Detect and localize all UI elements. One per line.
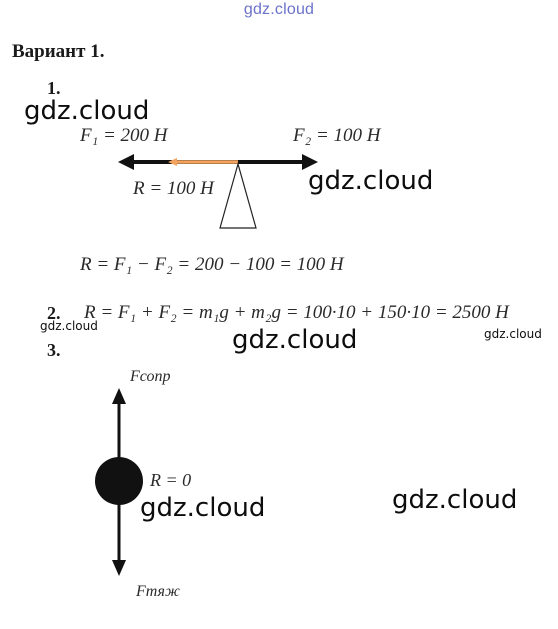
fulcrum-triangle — [219, 161, 257, 229]
problem-3-number: 3. — [47, 340, 61, 360]
resultant-label: R = 100 Н — [133, 178, 214, 199]
variant-heading: Вариант 1. — [12, 41, 105, 62]
watermark-top: gdz.cloud — [243, 1, 315, 18]
problem-1-equation: R = F₁ − F₂ = 200 − 100 = 100 Н — [80, 254, 344, 276]
force-down-label: Fтяж — [136, 583, 180, 600]
ball-diagram — [95, 388, 143, 576]
watermark-3: gdz.cloud — [232, 325, 358, 355]
ball-resultant-label: R = 0 — [150, 470, 192, 490]
problem-2-equation: R = F₁ + F₂ = m₁g + m₂g = 100·10 + 150·1… — [84, 302, 509, 324]
force-up-label: Fсопр — [130, 368, 171, 385]
watermark-small-left: gdz.cloud — [40, 319, 98, 333]
force2-label: F₂ = 100 Н — [293, 125, 381, 146]
watermark-small-right: gdz.cloud — [484, 327, 542, 341]
watermark-5: gdz.cloud — [392, 485, 518, 515]
resultant-arrowhead — [168, 158, 177, 166]
force2-arrowhead — [302, 154, 318, 170]
watermark-2: gdz.cloud — [308, 166, 434, 196]
watermark-1: gdz.cloud — [24, 96, 150, 126]
watermark-4: gdz.cloud — [140, 493, 266, 523]
problem-1-equation-text: R = F₁ − F₂ = 200 − 100 = 100 Н — [80, 254, 344, 275]
force1-label: F₁ = 200 Н — [80, 125, 168, 146]
problem-2-number: 2. — [47, 303, 61, 323]
problem-2-equation-text: R = F₁ + F₂ = m₁g + m₂g = 100·10 + 150·1… — [84, 302, 509, 323]
lever-diagram — [118, 154, 318, 229]
force-down-arrowhead — [112, 560, 126, 576]
force-up-arrowhead — [112, 388, 126, 404]
problem-1-number: 1. — [47, 78, 61, 98]
force1-arrowhead — [118, 154, 134, 170]
ball — [95, 457, 143, 505]
